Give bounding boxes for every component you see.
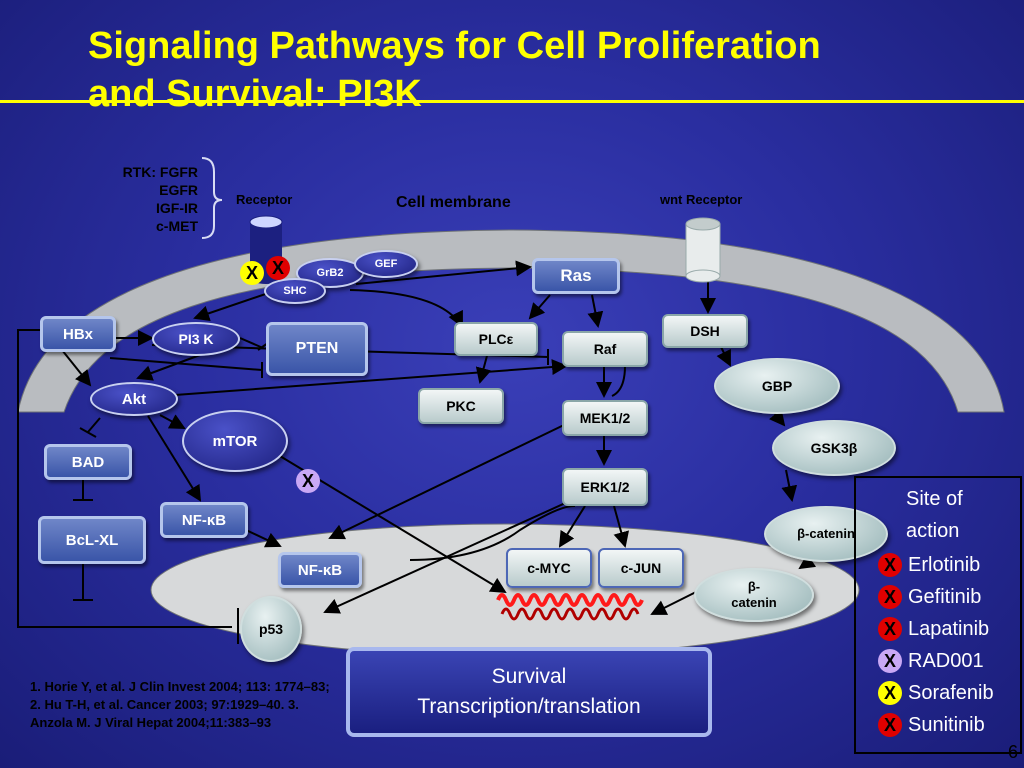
rtk-bracket	[201, 157, 223, 239]
legend-item-label: Erlotinib	[908, 553, 981, 576]
rtk-item: c-MET	[156, 218, 198, 234]
rtk-item: EGFR	[159, 182, 198, 198]
x-mark-icon: X	[878, 585, 902, 609]
rad001-inhibit-icon: X	[296, 469, 320, 493]
x-mark-icon: X	[878, 553, 902, 577]
nfkb-nucleus-node: NF-ĸB	[278, 552, 362, 588]
hbx-p53-inhibit-line	[17, 329, 232, 628]
plce-node: PLCε	[454, 322, 538, 356]
page-number: 6	[1007, 742, 1018, 762]
gbp-node: GBP	[714, 358, 840, 414]
arrow-erk-p53	[323, 499, 573, 614]
legend-item-label: Lapatinib	[908, 617, 990, 640]
mtor-node: mTOR	[182, 410, 288, 472]
arrow-receptor-plce	[349, 289, 463, 328]
arrow-ras-raf	[587, 294, 604, 328]
inhibit-akt-bad-bar	[79, 427, 97, 438]
erlotinib-inhibit-icon: X	[266, 256, 290, 280]
erk-node: ERK1/2	[562, 468, 648, 506]
pi3k-node: PI3 K	[152, 322, 240, 356]
legend-title: Site of action	[906, 488, 963, 542]
legend-item: X Sunitinib	[878, 709, 985, 741]
raf-node: Raf	[562, 331, 648, 367]
arrow-shc-ras	[355, 260, 532, 285]
arrow-erk-cjun	[613, 505, 630, 548]
arrow-akt-raf	[174, 359, 568, 396]
rtk-label: RTK: FGFR	[122, 164, 198, 180]
arrow-dsh-gbp	[716, 344, 731, 367]
arrow-mek-nfkb	[328, 423, 567, 540]
arrow-bcat-transcription	[650, 589, 701, 615]
rtk-list: RTK: FGFR EGFR IGF-IR c-MET	[112, 163, 198, 235]
receptor-label: Receptor	[236, 192, 293, 207]
shc-node: SHC	[264, 278, 326, 304]
page-title: Signaling Pathways for Cell Proliferatio…	[88, 25, 821, 115]
x-mark-icon: X	[878, 617, 902, 641]
references: 1. Horie Y, et al. J Clin Invest 2004; 1…	[30, 679, 330, 730]
wnt-receptor-icon	[685, 217, 721, 283]
output-line1: Survival	[491, 665, 567, 688]
arrow-gsk3b-bcat	[781, 469, 798, 502]
x-mark-icon: X	[878, 713, 902, 737]
gsk3b-node: GSK3β	[772, 420, 896, 476]
legend-item: X Erlotinib	[878, 549, 980, 581]
arrow-nfkb-nfkb	[245, 529, 282, 548]
arrow-hbx-akt	[61, 349, 92, 387]
sorafenib-inhibit-icon: X	[240, 261, 264, 285]
pkc-node: PKC	[418, 388, 504, 424]
arrow-akt-mtor	[159, 414, 186, 429]
title-underline	[0, 100, 1024, 103]
inhibit-akt-bad	[87, 417, 101, 433]
arrow-ras-plce	[528, 294, 551, 320]
feedback-raf-mek	[611, 365, 626, 397]
arrow-erk-cmyc	[558, 505, 586, 548]
akt-node: Akt	[90, 382, 178, 416]
legend-item-label: Sunitinib	[908, 713, 985, 736]
gef-node: GEF	[354, 250, 418, 278]
inhibit-pten-pi3k	[239, 337, 264, 349]
legend-item: X Lapatinib	[878, 613, 989, 645]
bclxl-node: BcL-XL	[38, 516, 146, 564]
pten-node: PTEN	[266, 322, 368, 376]
legend-item-label: Gefitinib	[908, 585, 982, 608]
survival-output-box: Survival Transcription/translation	[346, 647, 712, 737]
x-mark-icon: X	[878, 649, 902, 673]
rtk-item: IGF-IR	[156, 200, 198, 216]
mek-node: MEK1/2	[562, 400, 648, 436]
beta-catenin-nucleus-node: β-catenin	[694, 568, 814, 622]
legend-item-label: RAD001	[908, 649, 984, 672]
output-line2: Transcription/translation	[417, 695, 641, 718]
wnt-receptor-label: wnt Receptor	[660, 192, 743, 207]
cmyc-node: c-MYC	[506, 548, 592, 588]
dsh-node: DSH	[662, 314, 748, 348]
arrow-plce-pkc	[475, 351, 492, 384]
x-mark-icon: X	[878, 681, 902, 705]
beta-catenin-cytoplasm-node: β-catenin	[764, 506, 888, 562]
cell-membrane-arc	[17, 229, 1005, 413]
legend-item-label: Sorafenib	[908, 681, 994, 704]
arrow-pi3k-akt	[136, 354, 201, 381]
site-of-action-legend	[854, 476, 1022, 754]
hbx-node: HBx	[40, 316, 116, 352]
cell-membrane-label: Cell membrane	[396, 194, 511, 211]
ras-node: Ras	[532, 258, 620, 294]
legend-item: X RAD001	[878, 645, 984, 677]
cjun-node: c-JUN	[598, 548, 684, 588]
arrow-erk-link	[409, 504, 576, 561]
legend-item: X Sorafenib	[878, 677, 994, 709]
legend-item: X Gefitinib	[878, 581, 981, 613]
bad-node: BAD	[44, 444, 132, 480]
dna-helix-icon	[496, 593, 644, 607]
nfkb-cytoplasm-node: NF-ĸB	[160, 502, 248, 538]
arrow-akt-nfkb	[147, 415, 202, 502]
p53-node: p53	[240, 596, 302, 662]
inhibit-hbx-pten	[109, 357, 263, 371]
